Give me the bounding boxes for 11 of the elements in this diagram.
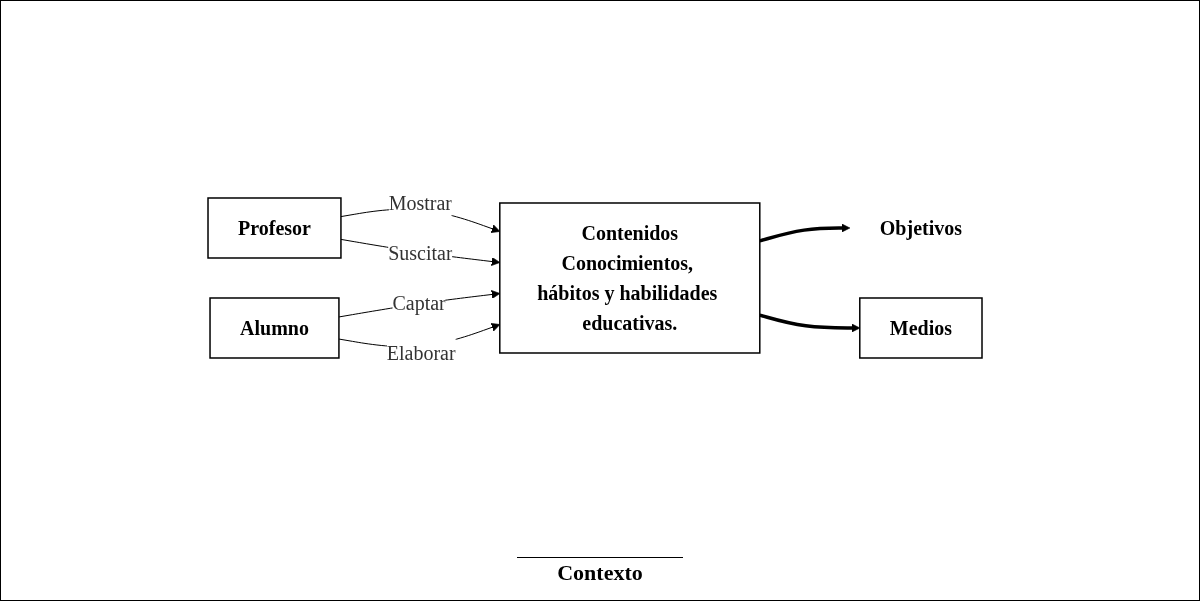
node-box: Contenidos Conocimientos, hábitos y habilidades educativas. (499, 201, 761, 354)
context-label: Contexto (517, 557, 683, 587)
node-text: Objetivos (879, 216, 962, 239)
edge-label: Captar (392, 291, 446, 314)
node-box: Alumno (209, 296, 340, 359)
arrow (759, 223, 851, 243)
edge-label: Elaborar (386, 341, 456, 364)
edge-label: Mostrar (388, 191, 453, 214)
node-box: Profesor (207, 196, 342, 259)
edge-label: Suscitar (388, 241, 453, 264)
node-box: Medios (859, 296, 983, 359)
